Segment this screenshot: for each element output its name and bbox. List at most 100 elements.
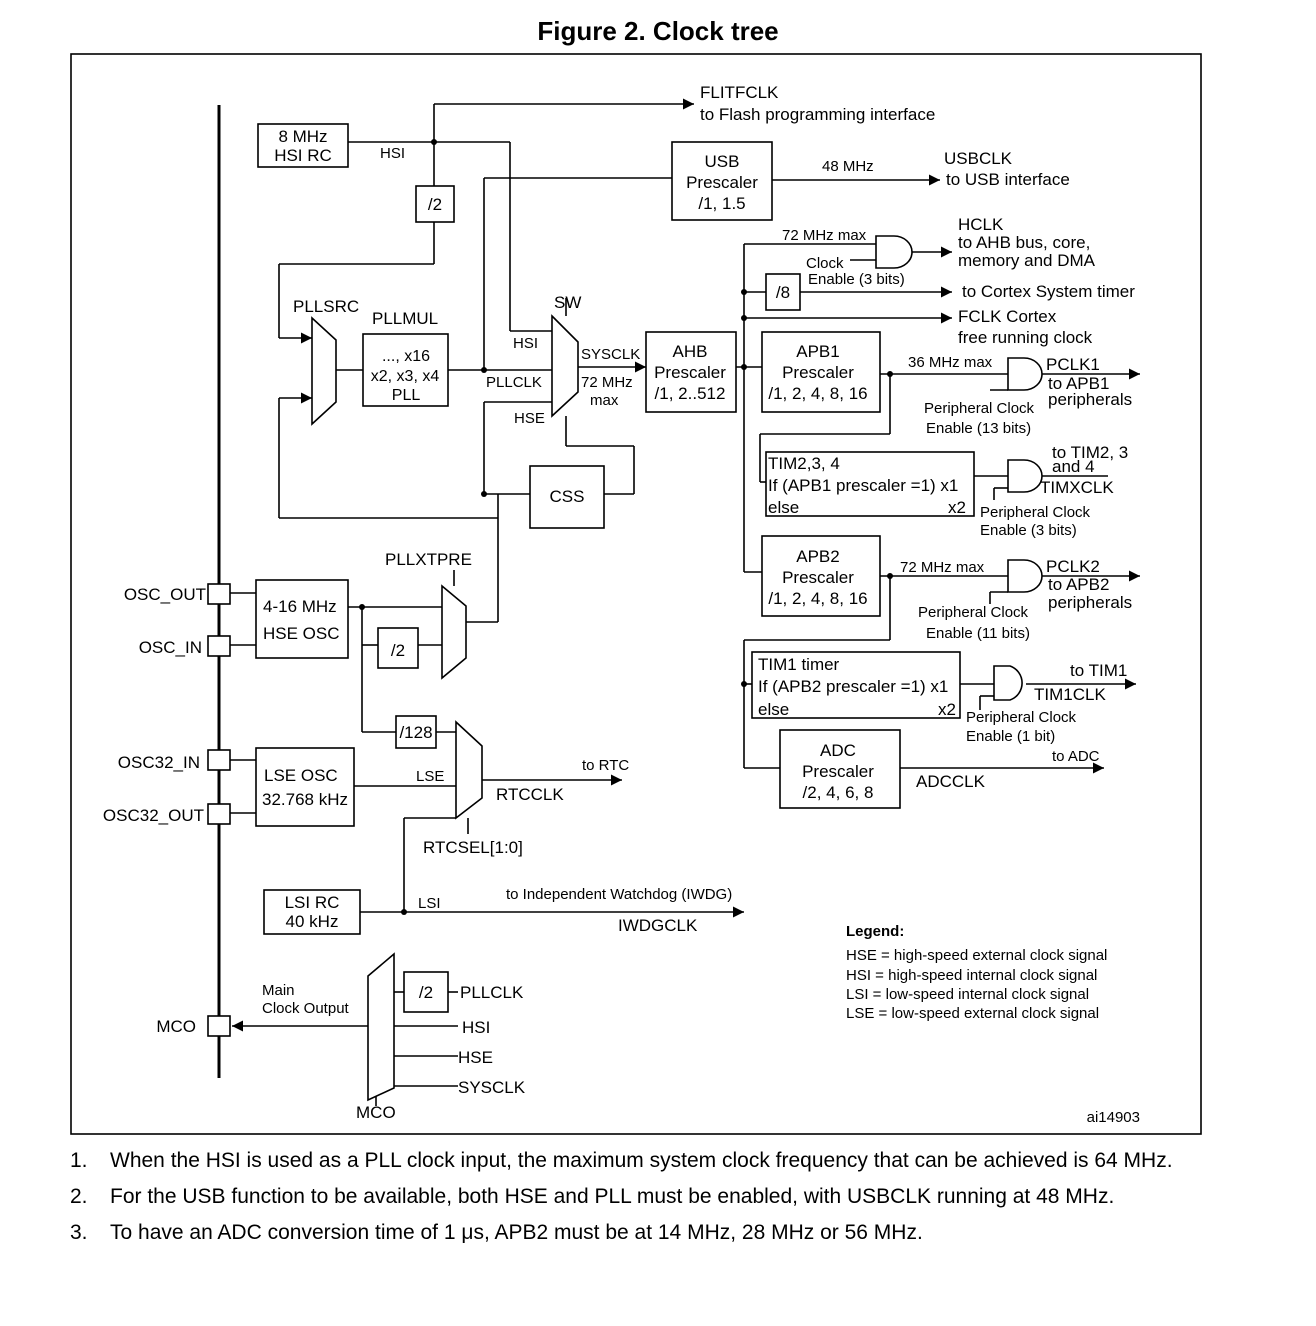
adc-prescaler-block: ADC Prescaler /2, 4, 6, 8 xyxy=(779,729,901,809)
svg-text:..., x16: ..., x16 xyxy=(382,348,430,365)
pclk2-dest-label-1: to APB2 xyxy=(1048,575,1109,594)
svg-text:/128: /128 xyxy=(399,723,432,742)
figure-frame xyxy=(70,53,1202,1135)
svg-text:MCO: MCO xyxy=(156,1017,196,1036)
pclk1-dest-label-1: to APB1 xyxy=(1048,374,1109,393)
svg-text:Prescaler: Prescaler xyxy=(686,173,758,192)
svg-text:LSI RC: LSI RC xyxy=(285,893,340,912)
periph-en-11-label-1: Peripheral Clock xyxy=(918,604,1029,621)
mco-div2-block: /2 xyxy=(403,971,449,1013)
hsi-div2-block: /2 xyxy=(415,185,455,223)
clock-enable-label-2: Enable (3 bits) xyxy=(808,271,905,288)
periph-en-13-label-1: Peripheral Clock xyxy=(924,400,1035,417)
svg-text:If (APB2 prescaler =1) x1: If (APB2 prescaler =1) x1 xyxy=(758,677,948,696)
usbclk-dest-label: to USB interface xyxy=(946,170,1070,189)
periph-en-1-label-1: Peripheral Clock xyxy=(966,709,1077,726)
adc-dest-label: to ADC xyxy=(1052,748,1100,765)
svg-text:OSC32_IN: OSC32_IN xyxy=(118,753,200,772)
svg-text:/2: /2 xyxy=(391,641,405,660)
sw-label: SW xyxy=(554,293,581,312)
svg-text:4-16 MHz: 4-16 MHz xyxy=(263,597,337,616)
sw-hsi-label: HSI xyxy=(513,335,538,352)
usb-freq-label: 48 MHz xyxy=(822,158,874,175)
svg-text:32.768 kHz: 32.768 kHz xyxy=(262,790,348,809)
svg-text:APB1: APB1 xyxy=(796,342,839,361)
tim234-dest-label-2: and 4 xyxy=(1052,457,1095,476)
iwdgclk-label: IWDGCLK xyxy=(618,916,698,935)
tim1-dest-label: to TIM1 xyxy=(1070,661,1127,680)
svg-text:AHB: AHB xyxy=(673,342,708,361)
legend-item: LSE = low-speed external clock signal xyxy=(846,1005,1099,1022)
hclk-and-gate xyxy=(875,235,913,269)
svg-text:ADC: ADC xyxy=(820,741,856,760)
footnote-text: To have an ADC conversion time of 1 μs, … xyxy=(110,1221,923,1244)
mco-mux xyxy=(367,952,395,1102)
legend-item: HSI = high-speed internal clock signal xyxy=(846,967,1097,984)
footnotes: 1. When the HSI is used as a PLL clock i… xyxy=(70,1150,1190,1258)
svg-text:else: else xyxy=(768,498,799,517)
clock-enable-label-1: Clock xyxy=(806,255,844,272)
flitf-dest-label: to Flash programming interface xyxy=(700,105,935,124)
sw-mux xyxy=(551,314,579,418)
apb1-max-label: 36 MHz max xyxy=(908,354,993,371)
rtcsel-label: RTCSEL[1:0] xyxy=(423,838,523,857)
timxclk-label: TIMXCLK xyxy=(1040,478,1114,497)
lse-label: LSE xyxy=(416,768,444,785)
tim1clk-label: TIM1CLK xyxy=(1034,685,1106,704)
footnote: 3. To have an ADC conversion time of 1 μ… xyxy=(70,1222,1190,1244)
footnote-text: When the HSI is used as a PLL clock inpu… xyxy=(110,1149,1173,1172)
usbclk-label: USBCLK xyxy=(944,149,1013,168)
svg-text:CSS: CSS xyxy=(550,487,585,506)
mco-mux-label: MCO xyxy=(356,1103,396,1122)
svg-text:x2, x3, x4: x2, x3, x4 xyxy=(371,368,440,385)
pllsrc-mux xyxy=(311,316,337,426)
main-clock-output-label-1: Main xyxy=(262,982,295,999)
svg-text:/1, 2, 4, 8, 16: /1, 2, 4, 8, 16 xyxy=(768,589,867,608)
pllmul-label: PLLMUL xyxy=(372,309,438,328)
footnote: 2. For the USB function to be available,… xyxy=(70,1186,1190,1208)
hsi-rc-block: 8 MHz HSI RC xyxy=(257,123,349,168)
tim234-dest-label-1: to TIM2, 3 xyxy=(1052,443,1128,462)
mco-hsi-label: HSI xyxy=(462,1018,490,1037)
pin-osc-out: OSC_OUT xyxy=(124,583,231,605)
svg-text:x2: x2 xyxy=(948,498,966,517)
legend-title: Legend: xyxy=(846,923,904,940)
pclk2-and-gate xyxy=(1007,559,1043,593)
pclk1-and-gate xyxy=(1007,357,1043,391)
svg-text:/2, 4, 6, 8: /2, 4, 6, 8 xyxy=(803,783,874,802)
wires xyxy=(230,98,1140,1106)
svg-text:PLL: PLL xyxy=(392,387,421,404)
svg-text:LSE OSC: LSE OSC xyxy=(264,766,338,785)
svg-text:TIM1 timer: TIM1 timer xyxy=(758,655,840,674)
adcclk-label: ADCCLK xyxy=(916,772,986,791)
legend-item: LSI = low-speed internal clock signal xyxy=(846,986,1089,1003)
lsi-rc-block: LSI RC 40 kHz xyxy=(263,889,361,935)
sw-pllclk-label: PLLCLK xyxy=(486,374,542,391)
svg-text:40 kHz: 40 kHz xyxy=(286,912,339,931)
figure-title: Figure 2. Clock tree xyxy=(537,16,779,46)
pin-osc32-in: OSC32_IN xyxy=(118,749,231,772)
svg-text:OSC32_OUT: OSC32_OUT xyxy=(103,806,204,825)
svg-text:Prescaler: Prescaler xyxy=(782,568,854,587)
svg-text:If (APB1 prescaler =1) x1: If (APB1 prescaler =1) x1 xyxy=(768,476,958,495)
periph-en-3-label-1: Peripheral Clock xyxy=(980,504,1091,521)
sysclk-max-label-2: max xyxy=(590,392,619,409)
svg-text:USB: USB xyxy=(705,152,740,171)
svg-text:/2: /2 xyxy=(419,983,433,1002)
sysclk-label: SYSCLK xyxy=(581,346,640,363)
svg-text:/1, 2, 4, 8, 16: /1, 2, 4, 8, 16 xyxy=(768,384,867,403)
svg-text:Prescaler: Prescaler xyxy=(802,762,874,781)
svg-text:HSI RC: HSI RC xyxy=(274,146,332,165)
periph-en-13-label-2: Enable (13 bits) xyxy=(926,420,1031,437)
svg-text:APB2: APB2 xyxy=(796,547,839,566)
svg-text:/1, 1.5: /1, 1.5 xyxy=(698,194,745,213)
fclk-label-2: free running clock xyxy=(958,328,1093,347)
legend-item: HSE = high-speed external clock signal xyxy=(846,947,1107,964)
periph-en-11-label-2: Enable (11 bits) xyxy=(926,625,1030,642)
pll-block: ..., x16 x2, x3, x4 PLL xyxy=(362,333,449,407)
signal-labels: FLITFCLK to Flash programming interface … xyxy=(262,83,1135,1122)
pllxtpre-label: PLLXTPRE xyxy=(385,550,472,569)
rtc-dest-label: to RTC xyxy=(582,757,629,774)
mco-pllclk-label: PLLCLK xyxy=(460,983,524,1002)
rtcclk-label: RTCCLK xyxy=(496,785,564,804)
